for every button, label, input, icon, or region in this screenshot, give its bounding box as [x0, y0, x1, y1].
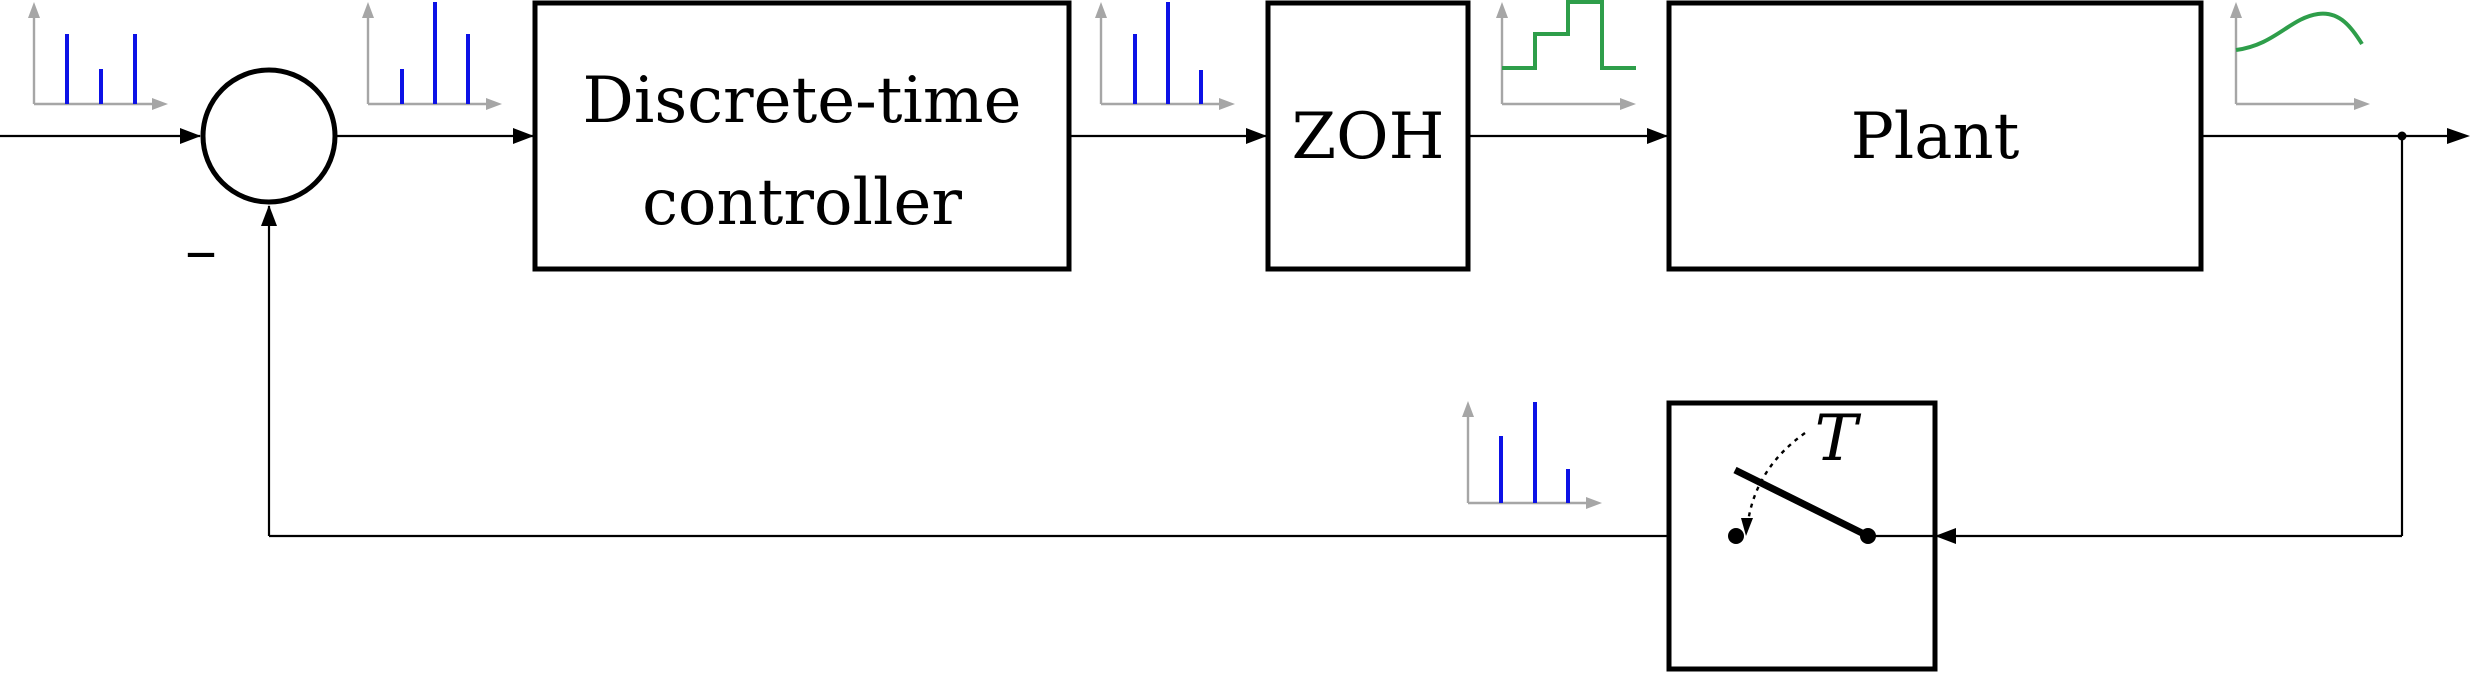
zoh-block: ZOH [1265, 0, 1471, 272]
sampling-action-arrow [1746, 432, 1806, 523]
summing-junction [200, 67, 338, 205]
controller-label-line1: Discrete-time [583, 64, 1022, 138]
feedback-sampled-signal-icon [1462, 401, 1602, 509]
arrowhead-into-sum [180, 128, 201, 144]
sampling-period-label: T [1815, 402, 1862, 476]
switch-right-contact [1860, 528, 1876, 544]
arrowhead-into-sum-feedback [261, 205, 277, 226]
reference-signal-icon [28, 2, 168, 110]
sampling-action-arrowhead [1741, 518, 1753, 536]
staircase-trace [1502, 0, 1636, 70]
arrowhead-output [2447, 128, 2470, 144]
error-signal-icon [362, 2, 502, 110]
plant-label: Plant [1851, 100, 2020, 174]
zoh-output-signal-icon [1496, 0, 1636, 110]
controller-label-line2: controller [642, 166, 962, 240]
control-signal-icon [1095, 2, 1235, 110]
zoh-label: ZOH [1292, 100, 1445, 174]
sampler-block: T [1666, 400, 1938, 672]
switch-blade [1733, 466, 1870, 540]
plant-block: Plant [1666, 0, 2204, 272]
arrowhead-into-controller [513, 128, 534, 144]
controller-block: Discrete-time controller [532, 0, 1072, 272]
feedback-minus-sign: – [185, 214, 217, 288]
switch-left-contact [1728, 528, 1744, 544]
arrowhead-into-sampler [1935, 528, 1956, 544]
plant-output-signal-icon [2230, 2, 2370, 110]
arrowhead-into-zoh [1246, 128, 1267, 144]
smooth-trace [2235, 11, 2364, 52]
arrowhead-into-plant [1647, 128, 1668, 144]
